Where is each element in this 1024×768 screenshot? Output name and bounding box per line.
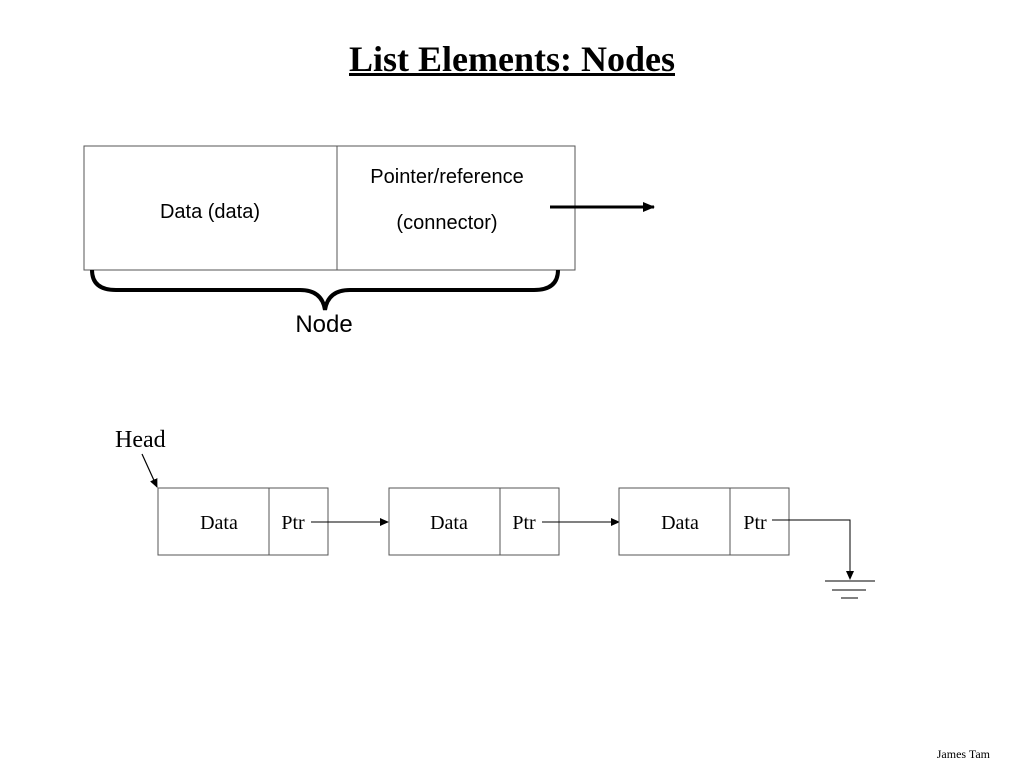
list-node-box — [388, 487, 560, 556]
node-brace — [90, 269, 560, 311]
null-pointer-line — [772, 519, 854, 580]
list-node-data: Data — [430, 512, 468, 534]
linked-list: Head Data Ptr Data Ptr Data Ptr — [115, 427, 875, 599]
slide-title: List Elements: Nodes — [349, 39, 675, 79]
pointer-field-label-line1: Pointer/reference — [370, 166, 523, 188]
footer-author: James Tam — [936, 747, 990, 761]
list-node: Data Ptr — [388, 487, 560, 556]
node-diagram: Data (data) Pointer/reference (connector… — [83, 145, 655, 338]
list-node: Data Ptr — [618, 487, 790, 556]
list-node-ptr: Ptr — [512, 512, 536, 534]
list-node-ptr: Ptr — [281, 512, 305, 534]
list-node-box — [618, 487, 790, 556]
list-node-box — [157, 487, 329, 556]
null-ground-icon — [825, 580, 875, 599]
head-pointer — [141, 453, 158, 488]
list-node-ptr: Ptr — [743, 512, 767, 534]
node-label: Node — [295, 311, 352, 338]
head-label: Head — [115, 427, 166, 453]
list-node-data: Data — [200, 512, 238, 534]
pointer-field-label-line2: (connector) — [396, 212, 497, 234]
list-node-data: Data — [661, 512, 699, 534]
data-field-label: Data (data) — [160, 201, 260, 223]
node-box — [83, 145, 576, 271]
list-node: Data Ptr — [157, 487, 329, 556]
